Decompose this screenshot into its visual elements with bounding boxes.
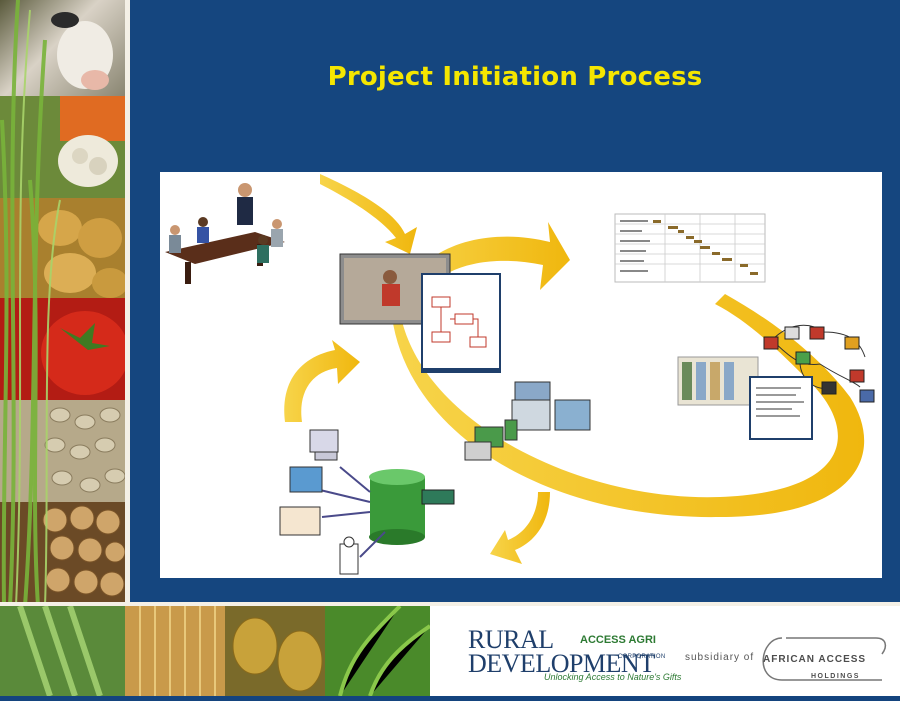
logo-corporation-text: CORPORATION <box>618 654 666 660</box>
meeting-icon <box>165 183 285 284</box>
potatoes-photo <box>0 198 125 298</box>
african-access-logo-icon <box>762 637 887 681</box>
flowchart-document-icon <box>339 253 501 373</box>
horizontal-divider <box>0 602 900 606</box>
computer-screens-icon <box>464 381 591 461</box>
cow-photo <box>0 0 125 96</box>
logo-agri-text: ACCESS AGRI <box>580 634 656 646</box>
left-photo-strip <box>0 0 125 606</box>
partner-subtitle: HOLDINGS <box>811 673 860 680</box>
partner-name: AFRICAN ACCESS <box>763 654 867 665</box>
process-diagram <box>160 172 882 578</box>
process-diagram-art <box>165 174 875 575</box>
gantt-chart-icon <box>614 213 766 283</box>
report-documents-icon <box>677 356 813 440</box>
logo-line1: RURAL <box>468 625 554 654</box>
beans-photo <box>0 400 125 502</box>
database-cluster-icon <box>279 429 455 575</box>
cycle-swoosh-arrow <box>392 294 865 518</box>
logo-line2: DEVELOPMENT <box>468 649 655 678</box>
logs-photo <box>0 502 125 602</box>
rural-development-logo: RURAL DEVELOPMENT <box>468 625 655 678</box>
tomato-photo <box>0 298 125 400</box>
flow-arrows <box>284 174 570 564</box>
vegetables-photo <box>0 96 125 198</box>
subsidiary-text: subsidiary of <box>685 652 755 663</box>
footer-logos: RURAL DEVELOPMENT ACCESS AGRI CORPORATIO… <box>430 606 900 696</box>
slide-title: Project Initiation Process <box>327 62 703 92</box>
network-node-icons <box>763 326 875 403</box>
vertical-divider <box>125 0 130 606</box>
bottom-photo-strip <box>0 604 432 697</box>
cow-icon <box>51 12 113 90</box>
logo-tagline: Unlocking Access to Nature's Gifts <box>544 672 682 682</box>
